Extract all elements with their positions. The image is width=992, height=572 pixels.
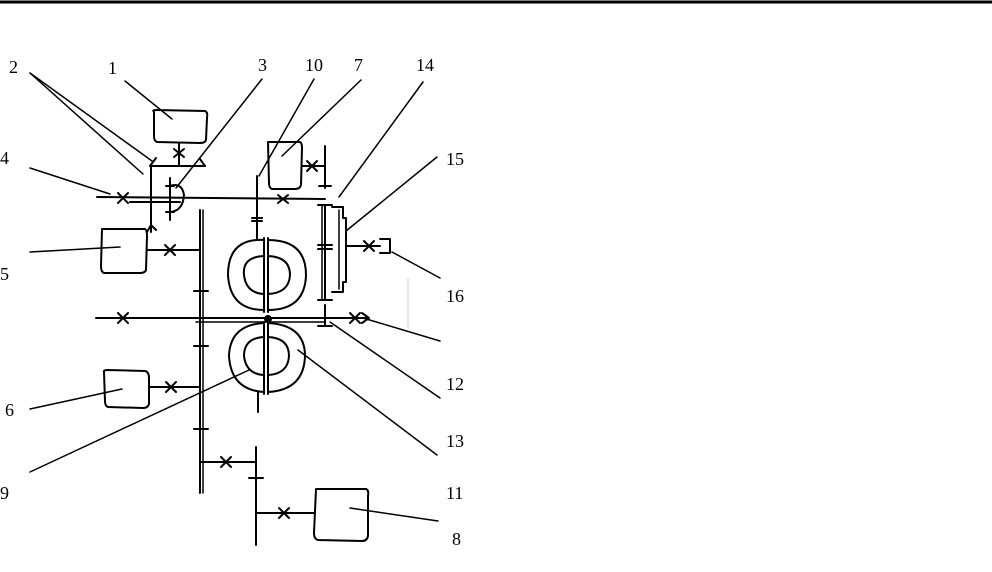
box-6 xyxy=(104,370,149,408)
leader-14 xyxy=(339,82,423,197)
callout-13: 13 xyxy=(446,431,464,451)
callout-10: 10 xyxy=(305,55,323,75)
leader-4 xyxy=(30,168,110,194)
upper-torus-inner-left xyxy=(244,256,264,294)
bevel-left xyxy=(150,158,156,166)
lower-torus-right xyxy=(268,323,305,392)
upper-torus-inner-right xyxy=(268,256,290,294)
leader-3 xyxy=(176,79,262,188)
leader-9 xyxy=(30,370,249,472)
upper-torus-right xyxy=(268,240,306,310)
callout-15: 15 xyxy=(446,149,464,169)
callout-3: 3 xyxy=(258,55,267,75)
lower-torus-inner-left xyxy=(244,337,264,375)
callout-8: 8 xyxy=(452,529,461,549)
leader-5 xyxy=(30,247,120,252)
callout-9: 9 xyxy=(0,483,9,503)
clutch-16 xyxy=(380,239,390,253)
leader-10 xyxy=(259,79,314,176)
callout-1: 1 xyxy=(108,58,117,78)
box-7 xyxy=(268,142,302,189)
callout-4: 4 xyxy=(0,148,9,168)
box-5 xyxy=(101,229,147,273)
callout-6: 6 xyxy=(5,400,14,420)
leader-2b xyxy=(30,73,143,174)
leader-16 xyxy=(392,252,440,278)
leader-13 xyxy=(363,318,440,341)
callout-7: 7 xyxy=(354,55,363,75)
callout-2: 2 xyxy=(9,57,18,77)
lower-torus-left xyxy=(229,323,264,392)
leader-2a xyxy=(30,73,152,161)
leader-1 xyxy=(125,81,172,119)
bevel-right xyxy=(200,159,205,166)
callout-11: 11 xyxy=(446,483,463,503)
leader-7 xyxy=(282,80,361,156)
upper-torus-left xyxy=(228,240,264,310)
box-8 xyxy=(314,489,368,541)
shaft-upper-main xyxy=(97,197,325,199)
callout-12: 12 xyxy=(446,374,464,394)
callout-5: 5 xyxy=(0,264,9,284)
leader-8 xyxy=(350,508,438,521)
box-1 xyxy=(153,110,207,143)
callout-16: 16 xyxy=(446,286,464,306)
leader-11 xyxy=(298,350,437,455)
callout-14: 14 xyxy=(416,55,434,75)
lower-torus-inner-right xyxy=(268,337,289,375)
callout-labels: 1 2 3 4 5 6 7 8 9 10 11 12 13 14 15 16 xyxy=(0,55,464,549)
leader-6 xyxy=(30,389,122,409)
